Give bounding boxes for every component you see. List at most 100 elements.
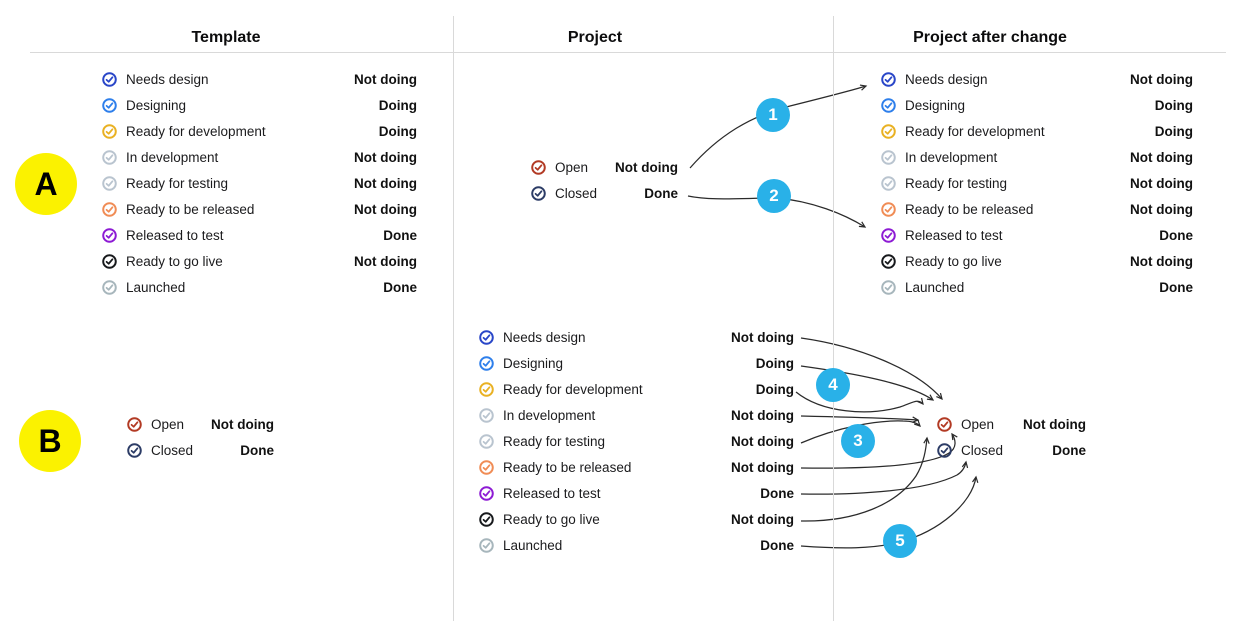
- status-category: Not doing: [615, 159, 678, 175]
- status-name: Ready to go live: [126, 253, 223, 269]
- status-category: Doing: [1154, 97, 1193, 113]
- section-marker-label: B: [38, 422, 62, 459]
- status-check-icon: [937, 416, 952, 432]
- status-row: Released to test Done: [479, 480, 794, 506]
- status-category: Not doing: [1130, 175, 1193, 191]
- status-check-icon: [531, 159, 546, 175]
- status-category: Doing: [1154, 123, 1193, 139]
- status-check-icon: [479, 381, 494, 397]
- status-row: Ready to be released Not doing: [102, 196, 417, 222]
- status-category: Doing: [755, 355, 794, 371]
- status-row: Open Not doing: [127, 411, 274, 437]
- status-row: In development Not doing: [102, 144, 417, 170]
- section-b-project-status-list: Needs design Not doing Designing Doing: [479, 324, 794, 558]
- status-check-icon: [127, 416, 142, 432]
- status-row: Ready to be released Not doing: [881, 196, 1193, 222]
- status-row: Released to test Done: [102, 222, 417, 248]
- status-name: Launched: [126, 279, 186, 295]
- column-divider-left: [453, 16, 454, 621]
- status-row: In development Not doing: [479, 402, 794, 428]
- status-check-icon: [102, 97, 117, 113]
- section-a-project-status-list: Open Not doing Closed Done: [531, 154, 678, 206]
- status-row: Ready for development Doing: [479, 376, 794, 402]
- status-name: Closed: [555, 185, 598, 201]
- status-check-icon: [531, 185, 546, 201]
- status-category: Done: [1159, 279, 1193, 295]
- status-row: Open Not doing: [531, 154, 678, 180]
- status-category: Doing: [378, 123, 417, 139]
- status-category: Done: [760, 485, 794, 501]
- annotation-badge-4: 4: [816, 368, 850, 402]
- status-check-icon: [881, 227, 896, 243]
- status-check-icon: [881, 71, 896, 87]
- status-row: In development Not doing: [881, 144, 1193, 170]
- status-name: In development: [905, 149, 998, 165]
- section-a-template-status-list: Needs design Not doing Designing Doing: [102, 66, 417, 300]
- status-category: Not doing: [731, 459, 794, 475]
- annotation-badge-2: 2: [757, 179, 791, 213]
- status-check-icon: [881, 201, 896, 217]
- status-category: Not doing: [1130, 201, 1193, 217]
- status-check-icon: [102, 149, 117, 165]
- status-category: Not doing: [731, 407, 794, 423]
- status-row: Needs design Not doing: [881, 66, 1193, 92]
- status-name: Needs design: [503, 329, 586, 345]
- annotation-badge-3: 3: [841, 424, 875, 458]
- status-name: Ready to be released: [126, 201, 255, 217]
- status-row: Ready to go live Not doing: [881, 248, 1193, 274]
- status-check-icon: [102, 201, 117, 217]
- annotation-badge-label: 5: [895, 531, 905, 550]
- arrow-released-to-test-to-closed: [800, 460, 969, 495]
- arrow-needs-design-to-open: [800, 337, 943, 401]
- status-category: Not doing: [731, 511, 794, 527]
- status-check-icon: [881, 253, 896, 269]
- status-check-icon: [881, 123, 896, 139]
- status-row: Ready for development Doing: [881, 118, 1193, 144]
- status-name: Released to test: [126, 227, 224, 243]
- status-row: Designing Doing: [479, 350, 794, 376]
- status-check-icon: [479, 355, 494, 371]
- arrow-ready-for-development-to-open: [795, 391, 924, 413]
- status-check-icon: [102, 71, 117, 87]
- status-check-icon: [479, 537, 494, 553]
- annotation-badge-5: 5: [883, 524, 917, 558]
- status-check-icon: [102, 253, 117, 269]
- status-row: Launched Done: [102, 274, 417, 300]
- status-check-icon: [479, 511, 494, 527]
- status-row: Designing Doing: [102, 92, 417, 118]
- section-marker-b: B: [19, 410, 81, 472]
- annotation-badge-label: 2: [769, 186, 779, 205]
- status-name: Ready for development: [503, 381, 643, 397]
- annotation-badge-1: 1: [756, 98, 790, 132]
- status-row: Designing Doing: [881, 92, 1193, 118]
- status-check-icon: [881, 279, 896, 295]
- column-header-project-after-change: Project after change: [913, 29, 1067, 46]
- section-b-template-status-list: Open Not doing Closed Done: [127, 411, 274, 463]
- status-name: Ready for testing: [126, 175, 229, 191]
- status-category: Not doing: [354, 201, 417, 217]
- status-name: Closed: [961, 442, 1004, 458]
- status-category: Doing: [378, 97, 417, 113]
- status-category: Done: [383, 279, 417, 295]
- status-name: Ready for testing: [503, 433, 606, 449]
- status-name: Designing: [905, 97, 966, 113]
- status-name: Needs design: [905, 71, 988, 87]
- status-name: Ready to go live: [503, 511, 600, 527]
- section-marker-a: A: [15, 153, 77, 215]
- status-name: Ready for development: [905, 123, 1045, 139]
- status-name: Launched: [503, 537, 563, 553]
- status-name: Open: [151, 416, 185, 432]
- status-category: Done: [1052, 442, 1086, 458]
- status-name: Ready to be released: [503, 459, 632, 475]
- arrow-ready-for-testing-to-open: [800, 420, 921, 444]
- status-name: In development: [126, 149, 219, 165]
- status-category: Not doing: [211, 416, 274, 432]
- status-row: Ready for testing Not doing: [881, 170, 1193, 196]
- status-check-icon: [102, 123, 117, 139]
- status-category: Done: [383, 227, 417, 243]
- status-row: Launched Done: [881, 274, 1193, 300]
- status-category: Doing: [755, 381, 794, 397]
- status-category: Not doing: [354, 149, 417, 165]
- status-row: Needs design Not doing: [479, 324, 794, 350]
